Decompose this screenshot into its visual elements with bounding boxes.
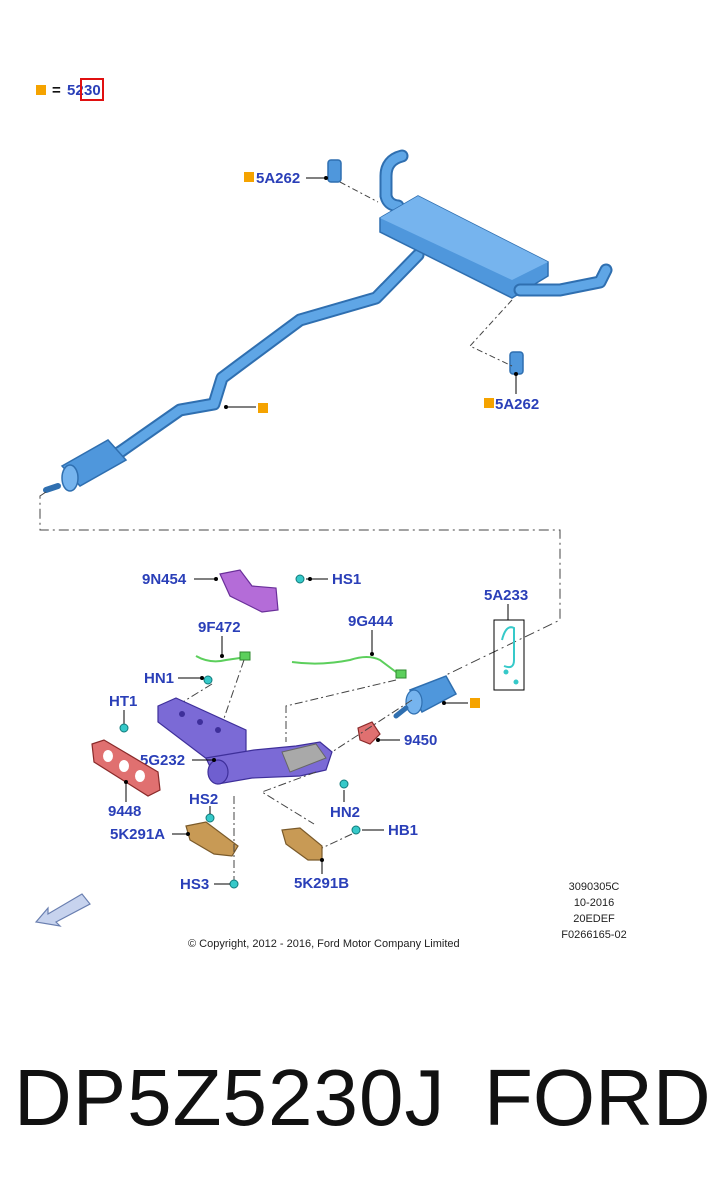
meta-line-2: 10-2016 [574,897,614,909]
label-hs1: HS1 [332,571,361,588]
nut-hn2 [339,779,349,789]
label-5k291b: 5K291B [294,875,349,892]
label-9f472: 9F472 [198,619,241,636]
direction-arrow-icon [34,893,91,927]
gasket-9450 [357,721,381,745]
nut-hn1 [203,675,213,685]
shield-5k291b [281,827,323,861]
legend-part-highlight: 30 [84,82,101,99]
marker-pipe [258,403,268,413]
hanger-bottom [469,299,524,375]
label-5g232: 5G232 [140,752,185,769]
footer-brand: FORD [484,1053,708,1142]
marker-catalyst [470,698,480,708]
bolt-hb1 [351,825,361,835]
label-5a262-top: 5A262 [256,170,300,187]
catalytic-converter [393,675,458,719]
label-9n454: 9N454 [142,571,187,588]
label-5a262-bottom: 5A262 [495,396,539,413]
sensor-front [195,655,241,663]
marker-top-hanger [244,172,254,182]
legend-equals: = [52,82,61,99]
label-ht1: HT1 [109,693,137,710]
legend-highlight-box [80,78,104,101]
label-9450: 9450 [404,732,437,749]
marker-bottom-hanger [484,398,494,408]
legend-orange-marker [36,85,46,95]
heat-shield-upper [219,569,279,613]
label-5a233: 5A233 [484,587,528,604]
footer-part-number: DP5Z5230J [14,1053,446,1142]
exhaust-parts-diagram: = 52 30 5A262 5A262 [34,78,627,950]
bolt-hs3 [229,879,239,889]
label-hs2: HS2 [189,791,218,808]
copyright-text: © Copyright, 2012 - 2016, Ford Motor Com… [188,938,460,950]
legend-part-prefix: 52 [67,82,84,99]
bolt-hs1 [295,574,305,584]
exhaust-manifold [157,697,333,785]
meta-line-1: 3090305C [569,881,620,893]
bracket-5a233 [493,604,525,691]
bolt-hs2 [205,813,215,823]
meta-line-4: F0266165-02 [561,929,626,941]
exhaust-pipe-assembly [43,149,613,493]
label-hs3: HS3 [180,876,209,893]
label-hn2: HN2 [330,804,360,821]
sensor-rear [291,656,397,673]
label-hb1: HB1 [388,822,418,839]
label-9g444: 9G444 [348,613,394,630]
meta-line-3: 20EDEF [573,913,615,925]
connection-line-main [39,491,561,677]
label-9448: 9448 [108,803,141,820]
stud-ht1 [119,723,129,733]
label-hn1: HN1 [144,670,174,687]
label-5k291a: 5K291A [110,826,165,843]
hanger-top [327,159,379,203]
shield-5k291a [185,821,239,857]
